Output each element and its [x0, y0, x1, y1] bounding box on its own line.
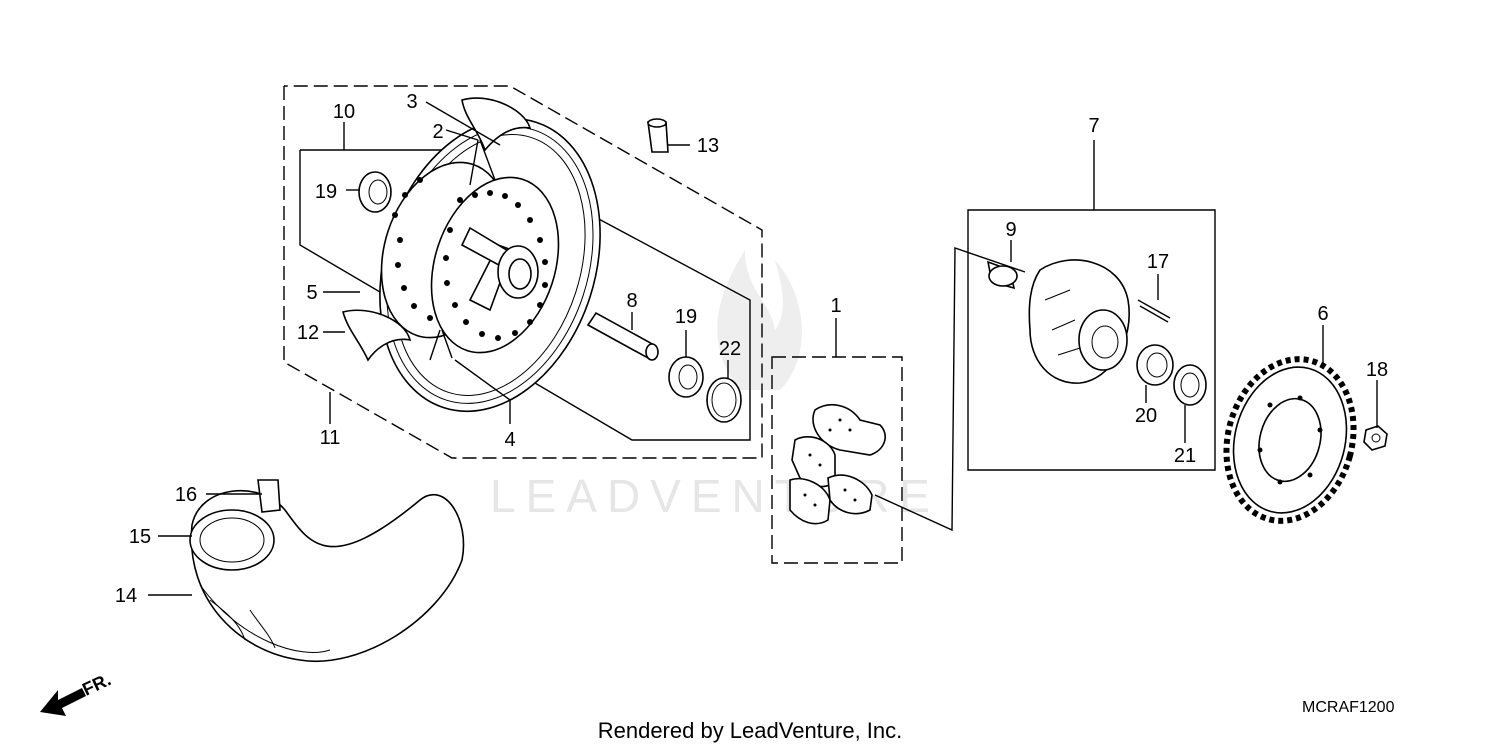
- nut-18: [1363, 425, 1388, 451]
- bearing-20: [1136, 344, 1174, 386]
- tire-14: [189, 479, 465, 663]
- callout-10: 10: [333, 101, 355, 123]
- callout-8: 8: [626, 290, 637, 312]
- callout-16: 16: [175, 484, 197, 506]
- callout-18: 18: [1366, 359, 1388, 381]
- seal-21: [1173, 364, 1207, 406]
- callout-9: 9: [1005, 219, 1016, 241]
- callout-5: 5: [306, 282, 317, 304]
- callout-12: 12: [297, 322, 319, 344]
- footer-credit: Rendered by LeadVenture, Inc.: [598, 718, 903, 743]
- valve-2: [469, 139, 496, 186]
- callout-17: 17: [1147, 251, 1169, 273]
- flame-watermark-icon: [717, 250, 802, 390]
- front-direction-indicator: FR.: [40, 669, 114, 716]
- collar-8: [586, 311, 659, 361]
- hub-flange: [1028, 259, 1130, 384]
- collar-9: [986, 260, 1018, 290]
- hub-box-7: [874, 140, 1216, 532]
- callout-19-right: 19: [675, 306, 697, 328]
- diagram-code: MCRAF1200: [1302, 699, 1395, 716]
- callout-7: 7: [1088, 115, 1099, 137]
- callout-14: 14: [115, 585, 137, 607]
- bearing-19-left: [358, 171, 392, 213]
- front-direction-arrow-icon: [40, 688, 86, 716]
- damper-box-1: [771, 356, 903, 564]
- callouts: 10 3 2 19 5 12 11 4 8 19 22 13 1 7 9 17 …: [115, 91, 1388, 607]
- valve-cap-13: [647, 118, 669, 153]
- callout-19-left: 19: [315, 181, 337, 203]
- rear-wheel: [379, 117, 601, 413]
- callout-3: 3: [406, 91, 417, 113]
- callout-21: 21: [1174, 445, 1196, 467]
- o-ring-22: [706, 377, 742, 423]
- callout-22: 22: [719, 338, 741, 360]
- callout-13: 13: [697, 135, 719, 157]
- valve-4: [429, 329, 453, 361]
- weight-3: [461, 97, 532, 152]
- callout-4: 4: [504, 429, 515, 451]
- callout-1: 1: [830, 295, 841, 317]
- callout-11: 11: [320, 427, 341, 449]
- sprocket-6: [1223, 356, 1357, 524]
- callout-2: 2: [432, 121, 443, 143]
- callout-20: 20: [1135, 405, 1157, 427]
- callout-6: 6: [1317, 303, 1328, 325]
- leader-lines: [148, 101, 1378, 596]
- bearing-19-right: [668, 356, 704, 398]
- callout-15: 15: [129, 526, 151, 548]
- stud-17: [1137, 299, 1171, 323]
- tube-flap-16: [257, 479, 281, 513]
- weight-12: [342, 309, 412, 362]
